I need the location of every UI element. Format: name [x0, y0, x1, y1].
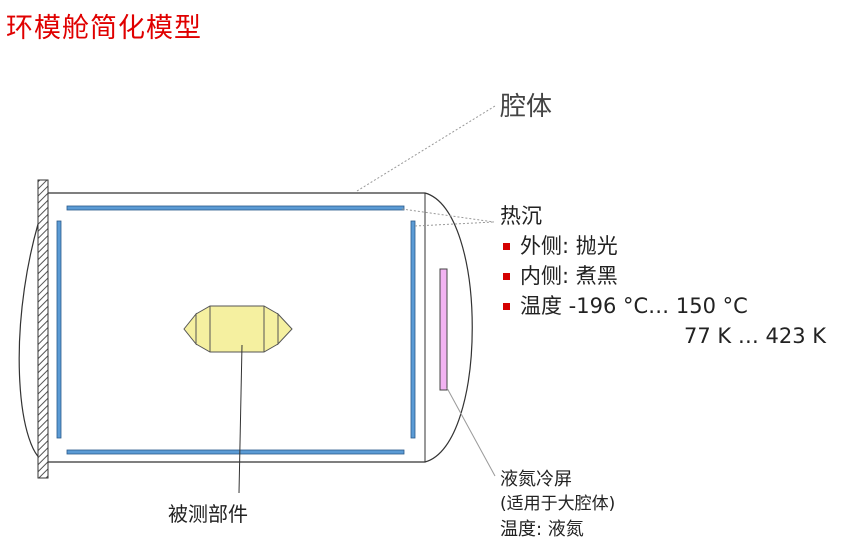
ln2-shroud-temp: 温度: 液氮	[500, 519, 584, 540]
diagram-title: 环模舱简化模型	[6, 13, 202, 44]
heat-sink-item: 内侧: 煮黑	[500, 261, 826, 291]
leader-line-heat-sink-top	[401, 208, 495, 223]
ln2-shroud-note: (适用于大腔体)	[500, 494, 616, 514]
leader-line-test-part	[238, 344, 243, 494]
heat-sink-item-text: 内侧: 煮黑	[520, 264, 618, 288]
ln2-shroud-panel	[439, 268, 448, 391]
cavity-label: 腔体	[500, 92, 553, 122]
bullet-square	[503, 242, 510, 250]
heat-sink-block: 热沉 外侧: 抛光 内侧: 煮黑 温度 -196 °C… 150 °C 77 K…	[500, 201, 826, 351]
leader-line-heat-sink-right	[414, 221, 495, 227]
bullet-square	[503, 272, 510, 280]
leader-line-ln2-shroud	[446, 387, 496, 477]
leader-line-cavity	[356, 105, 496, 192]
test-part	[183, 305, 293, 353]
heat-sink-item-text: 温度 -196 °C… 150 °C	[520, 294, 748, 318]
heat-sink-title: 热沉	[500, 204, 542, 228]
heat-sink-panel-left	[56, 220, 62, 439]
bullet-square	[503, 302, 510, 310]
ln2-shroud-title: 液氮冷屏	[500, 469, 572, 490]
ln2-shroud-block: 液氮冷屏 (适用于大腔体) 温度: 液氮	[500, 467, 615, 542]
heat-sink-panel-bottom	[66, 449, 405, 455]
heat-sink-item: 温度 -196 °C… 150 °C	[500, 291, 826, 321]
heat-sink-panel-right	[410, 220, 416, 439]
door-flange	[37, 179, 49, 479]
heat-sink-kelvin-range: 77 K … 423 K	[684, 324, 827, 348]
heat-sink-item: 外侧: 抛光	[500, 231, 826, 261]
test-part-label: 被测部件	[168, 502, 248, 526]
heat-sink-panel-top	[66, 205, 405, 211]
heat-sink-item-text: 外侧: 抛光	[520, 234, 618, 258]
